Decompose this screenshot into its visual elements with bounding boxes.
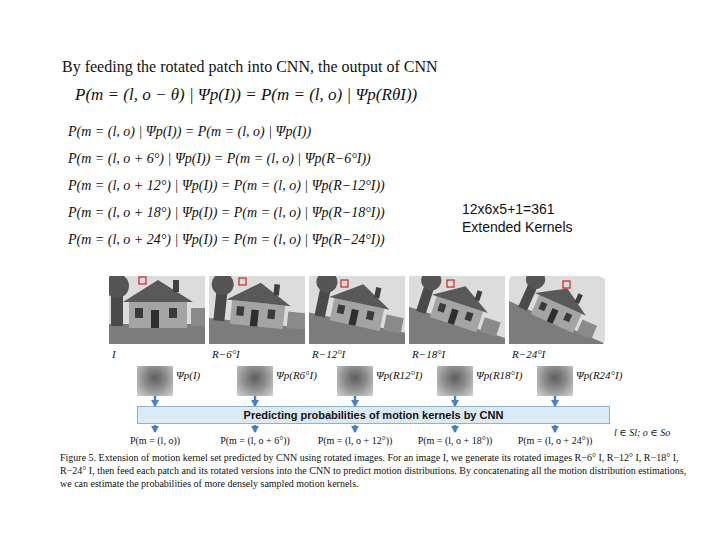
photo [309,276,405,344]
arrow-connector [154,396,157,406]
cnn-band: Predicting probabilities of motion kerne… [137,406,610,424]
equation: P(m = (l, o + 12°) | Ψp(I)) = P(m = (l, … [68,177,385,195]
band-label: Predicting probabilities of motion kerne… [244,409,504,421]
patch-label: Ψp(R12°I) [376,369,422,381]
image-label: I [112,347,116,361]
photo [409,276,505,344]
photo [109,276,205,344]
patch-label: Ψp(I) [176,369,200,381]
equation: P(m = (l, o − θ) | Ψp(I)) = P(m = (l, o)… [75,84,417,106]
arrow-connector [554,396,557,406]
slide-title: By feeding the rotated patch into CNN, t… [62,58,437,76]
output-arrow [155,425,555,432]
image-patch: Ψp(I) [137,366,200,396]
patch-label: Ψp(R24°I) [576,369,622,381]
image-label: R−6°I [212,347,240,361]
patch-image [137,366,173,396]
image-patch: Ψp(R24°I) [537,366,622,396]
output-probability: P(m = (l, o + 18°)) [418,434,493,447]
figure-caption: Figure 5. Extension of motion kernel set… [60,452,690,490]
patch-marker [139,277,570,288]
output-probability: P(m = (l, o + 24°)) [518,434,593,447]
equation: P(m = (l, o + 24°) | Ψp(I)) = P(m = (l, … [68,231,385,249]
arrow-connector [254,396,257,406]
output-probability: P(m = (l, o)) [130,434,180,447]
equation: P(m = (l, o + 6°) | Ψp(I)) = P(m = (l, o… [68,150,371,168]
image-label: R−24°I [512,347,545,361]
photo [209,276,305,344]
image-label: R−12°I [312,347,345,361]
image-patch: Ψp(R18°I) [437,366,522,396]
patch-label: Ψp(R18°I) [476,369,522,381]
output-probability: P(m = (l, o + 6°)) [220,434,290,447]
photo [509,276,605,344]
patch-label: Ψp(R6°I) [276,369,317,381]
set-label: l ∈ Sl; o ∈ So [614,426,670,439]
image-patch: Ψp(R12°I) [337,366,422,396]
output-probability: P(m = (l, o + 12°)) [318,434,393,447]
patch-image [237,366,273,396]
equation: P(m = (l, o + 18°) | Ψp(I)) = P(m = (l, … [68,204,385,222]
arrow-connector [354,396,357,406]
image-patch: Ψp(R6°I) [237,366,317,396]
patch-image [537,366,573,396]
image-label: R−18°I [412,347,445,361]
patch-image [437,366,473,396]
kernel-count-note: 12x6x5+1=361 Extended Kernels [462,200,592,236]
patch-image [337,366,373,396]
arrow-connector [454,396,457,406]
equation: P(m = (l, o) | Ψp(I)) = P(m = (l, o) | Ψ… [68,123,311,141]
